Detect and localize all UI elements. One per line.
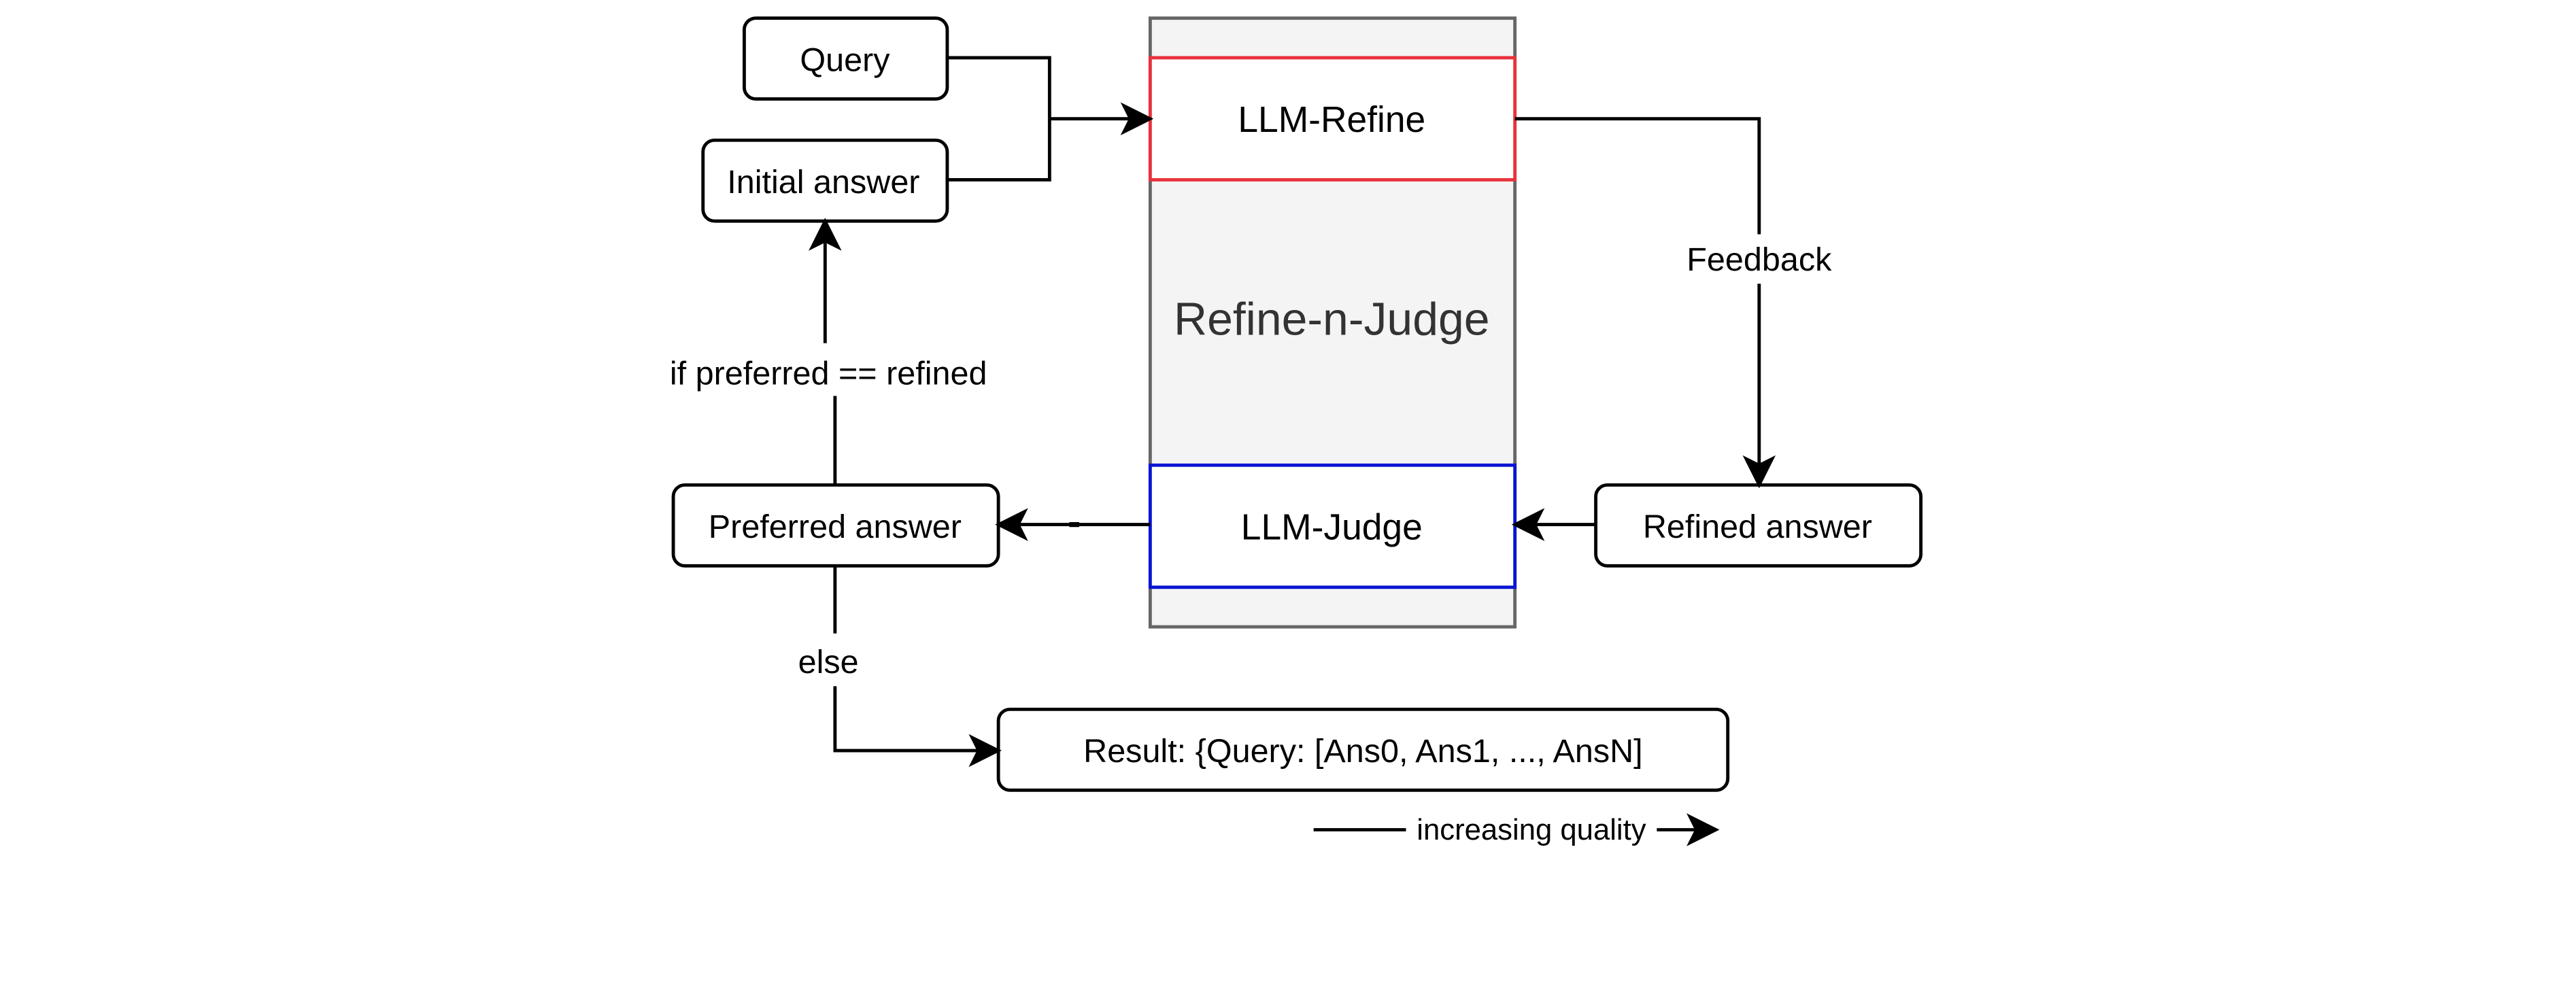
refined-answer-label: Refined answer [1643,509,1872,545]
preferred-answer-label: Preferred answer [709,509,962,545]
llm-refine-box [1148,56,1517,182]
increasing-quality-label: increasing quality [1417,813,1646,846]
feedback-label: Feedback [1687,241,1832,278]
else-edge-lower [833,686,1002,768]
container-title: Refine-n-Judge [1174,294,1490,345]
llm-judge-box [1148,463,1517,589]
llm-judge-label: LLM-Judge [1241,507,1423,547]
initial-answer-label: Initial answer [727,164,919,201]
initial-answer-to-refine-edge [947,118,1051,182]
query-label: Query [800,41,890,78]
if-refined-label: if preferred == refined [670,355,987,392]
query-to-refine-edge [947,56,1051,119]
feedback-label-bg [1670,234,1848,284]
else-label: else [798,644,859,681]
result-label: Result: {Query: [Ans0, Ans1, ..., AnsN] [1083,733,1643,770]
feedback-edge [1514,117,1776,489]
llm-refine-label: LLM-Refine [1238,100,1425,140]
